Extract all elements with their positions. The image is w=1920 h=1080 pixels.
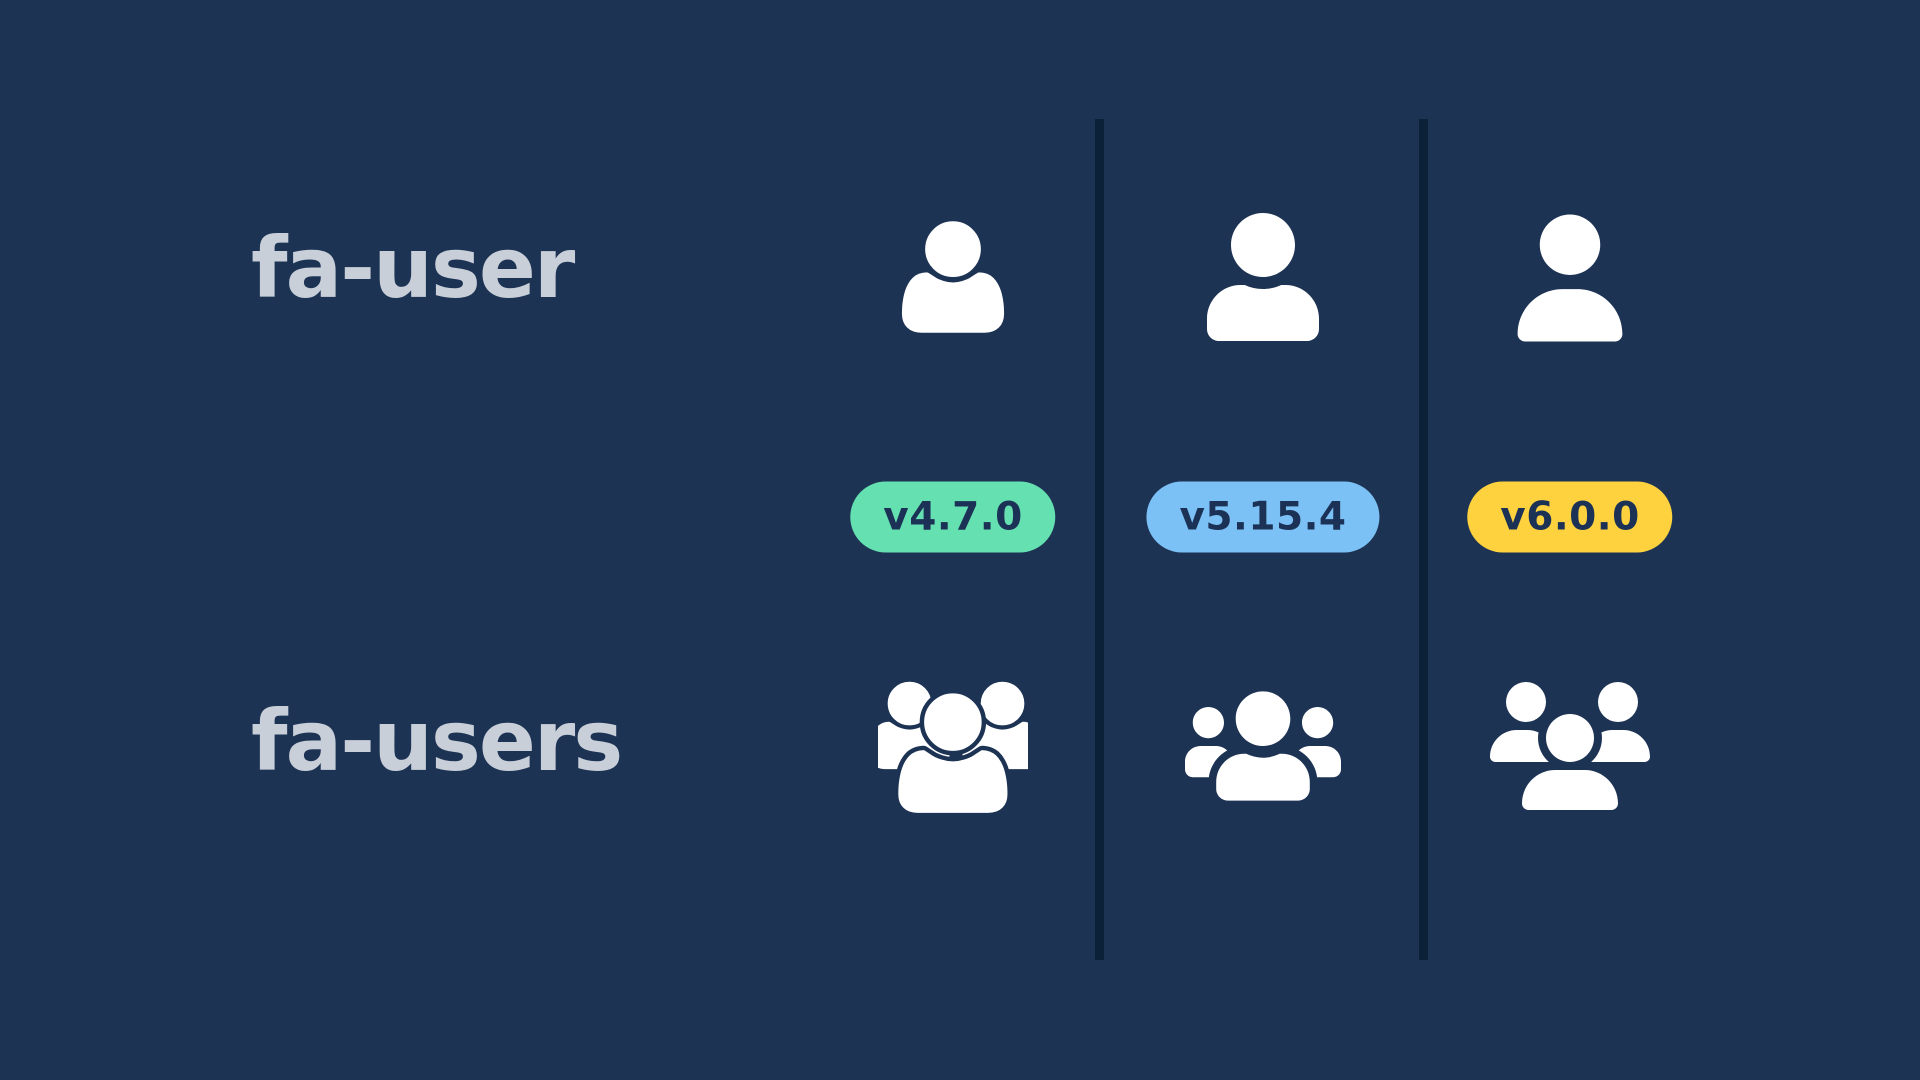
user-v4-icon [888, 212, 1018, 342]
row-label-fa-users: fa-users [251, 692, 623, 791]
users-v4-icon [878, 677, 1028, 816]
version-badge-v4: v4.7.0 [850, 481, 1056, 553]
column-divider-1 [1095, 119, 1104, 960]
version-badge-v6-label: v6.0.0 [1500, 494, 1640, 540]
user-v6-icon [1514, 213, 1627, 342]
version-badge-v6: v6.0.0 [1467, 481, 1673, 553]
users-v5-icon [1185, 684, 1341, 809]
version-badge-v5-label: v5.15.4 [1179, 494, 1347, 540]
version-badge-v5: v5.15.4 [1146, 481, 1380, 553]
column-divider-2 [1419, 119, 1428, 960]
row-label-fa-user: fa-user [251, 219, 575, 318]
version-badge-v4-label: v4.7.0 [883, 494, 1023, 540]
user-v5-icon [1207, 213, 1319, 341]
users-v6-icon [1490, 682, 1650, 810]
